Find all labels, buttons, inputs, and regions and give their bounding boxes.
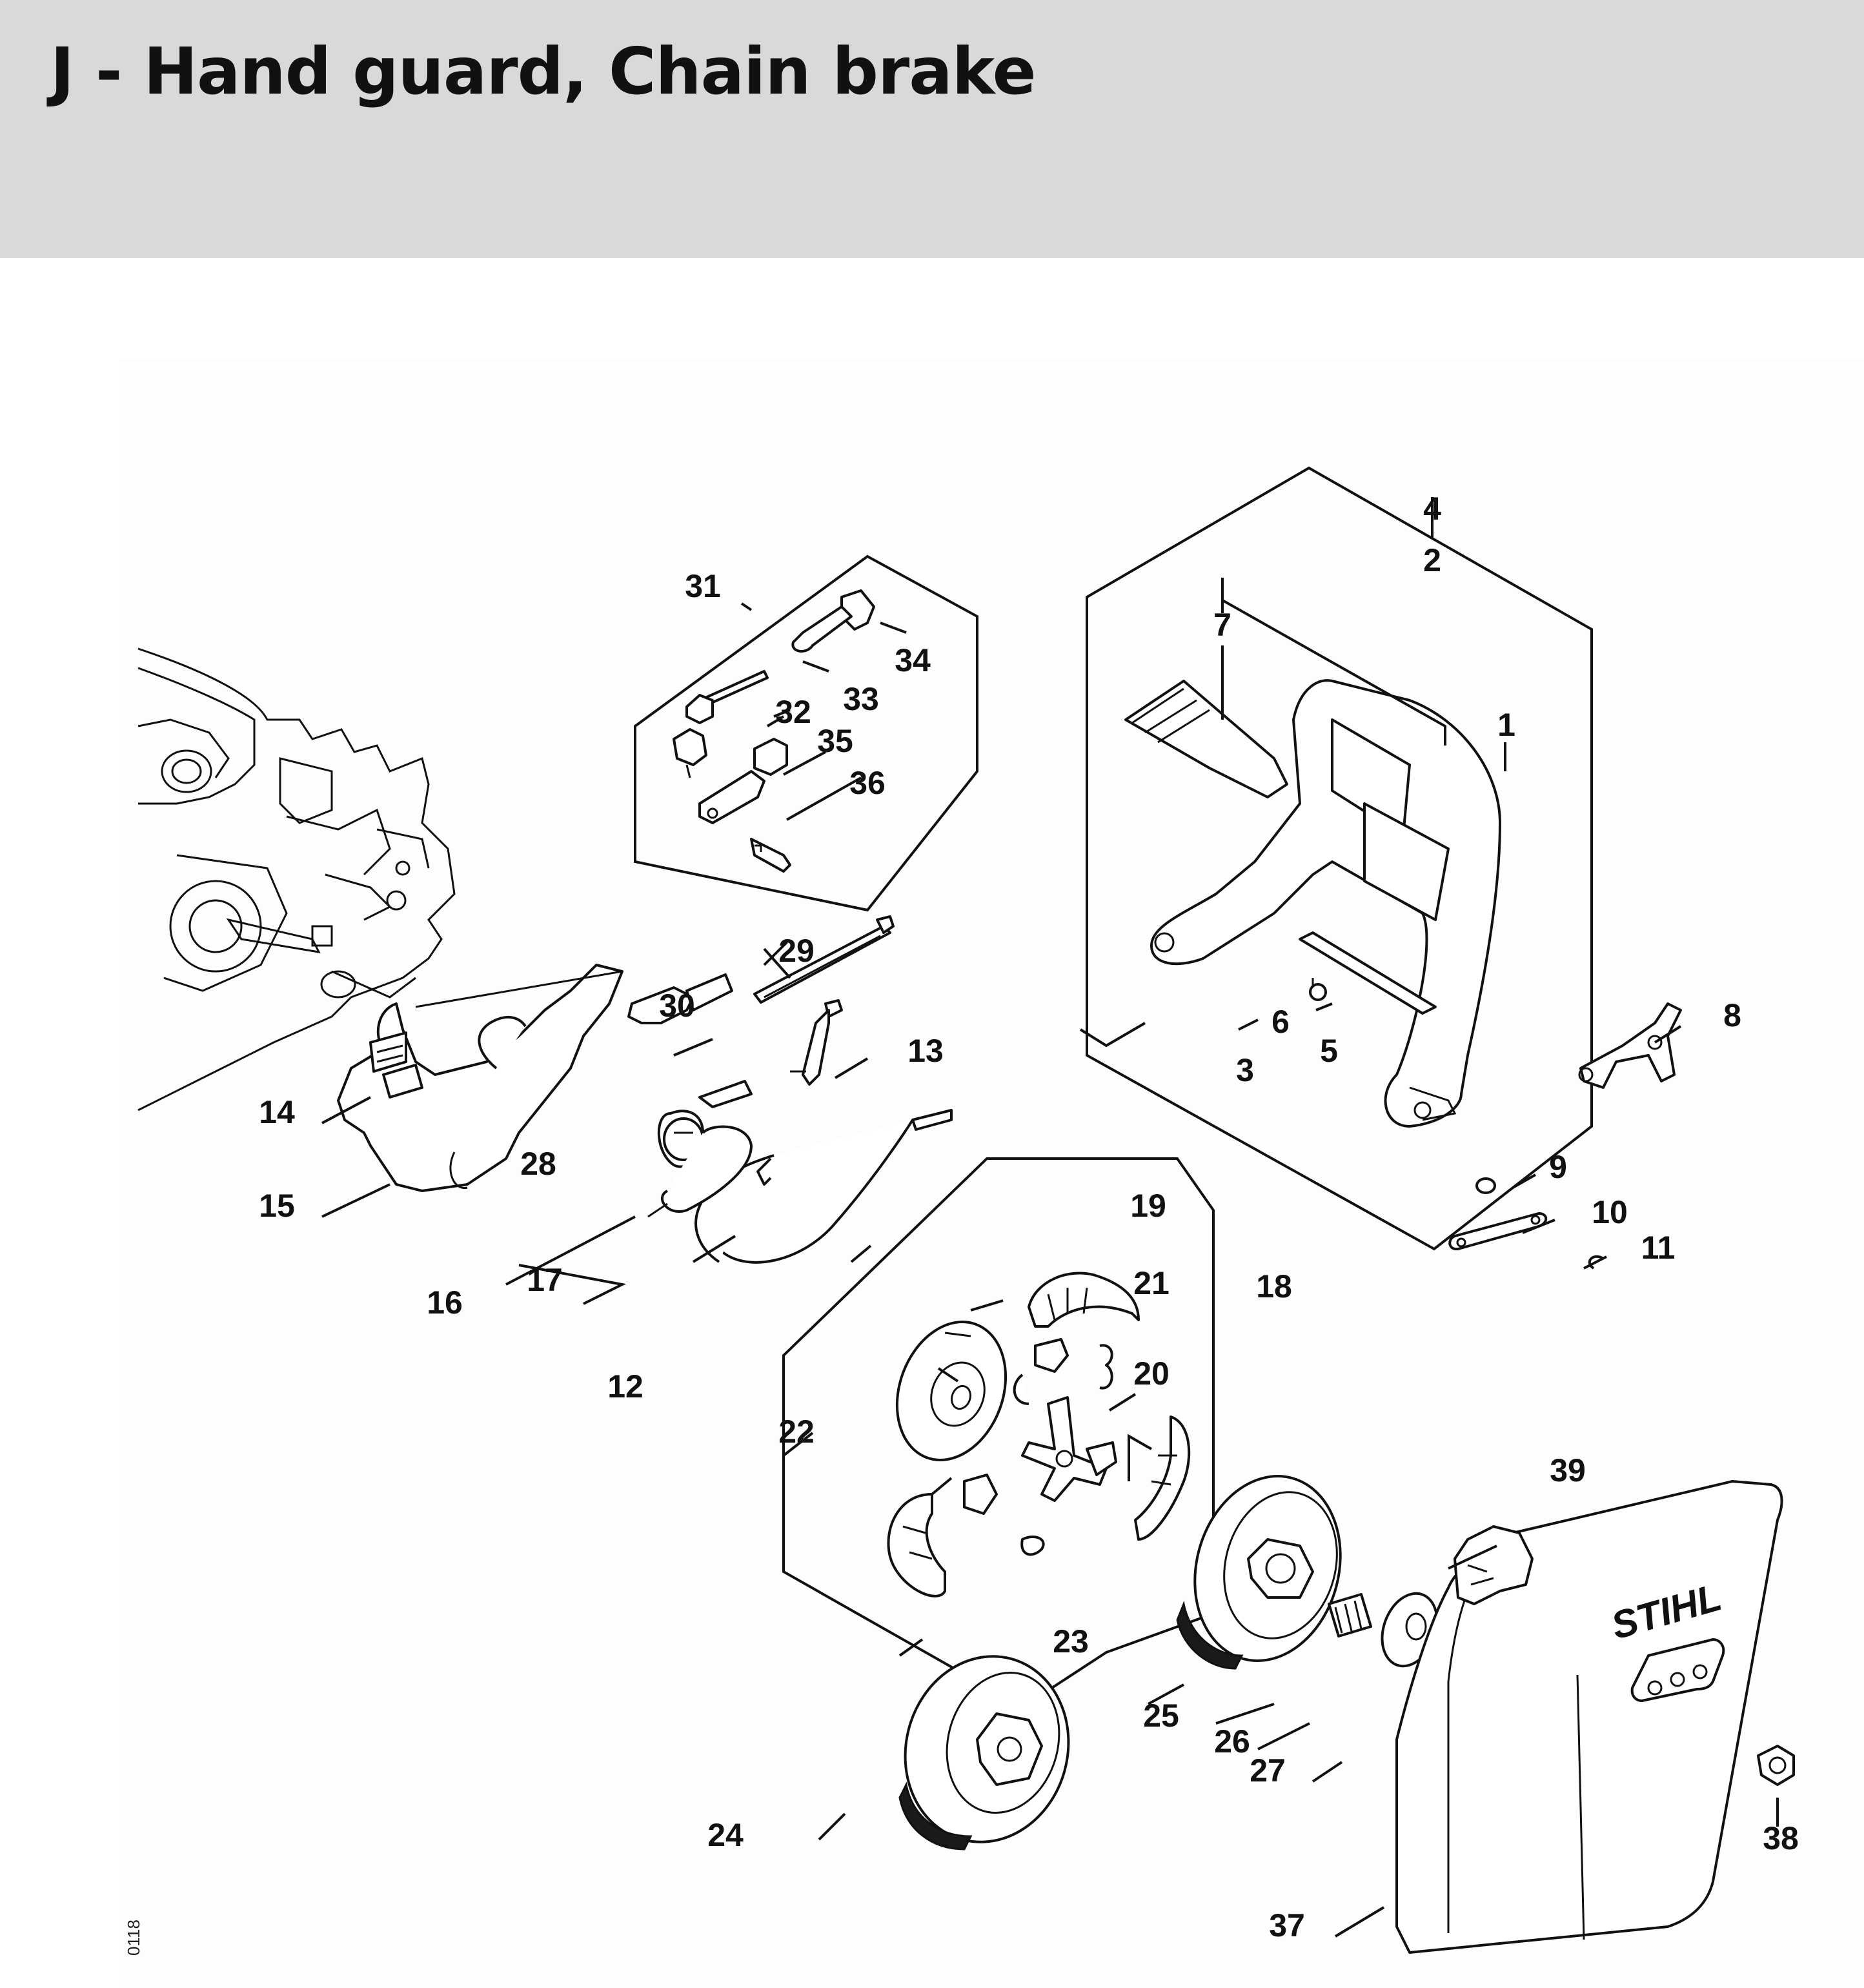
callout-18: 18 — [1256, 1268, 1292, 1304]
callout-26: 26 — [1214, 1723, 1250, 1760]
callout-2: 2 — [1423, 542, 1441, 578]
callout-17: 17 — [527, 1262, 563, 1298]
callout-35: 35 — [817, 723, 853, 759]
callout-3: 3 — [1236, 1052, 1254, 1088]
diagram-drawing: STIHL — [137, 466, 1799, 1954]
callout-15: 15 — [259, 1188, 295, 1224]
drum-sprocket-drawing — [898, 1475, 1464, 1851]
callout-25: 25 — [1143, 1698, 1179, 1734]
callout-30: 30 — [659, 988, 695, 1024]
callout-9: 9 — [1549, 1149, 1567, 1185]
page-title: J - Hand guard, Chain brake — [50, 34, 1036, 109]
callout-20: 20 — [1133, 1355, 1170, 1392]
callout-10: 10 — [1592, 1194, 1628, 1230]
callout-14: 14 — [259, 1094, 295, 1130]
callout-23: 23 — [1053, 1623, 1089, 1659]
group-outline-18 — [782, 1157, 1215, 1709]
saw-body-drawing — [137, 647, 456, 1111]
callout-6: 6 — [1271, 1004, 1290, 1040]
brake-parts-drawing — [337, 915, 953, 1264]
group-outline-4 — [1086, 466, 1593, 1251]
callout-29: 29 — [778, 933, 815, 969]
callout-39: 39 — [1550, 1452, 1586, 1488]
quick-tensioner-drawing — [673, 589, 875, 873]
hand-guard-drawing — [1124, 679, 1682, 1270]
callout-37: 37 — [1269, 1907, 1305, 1943]
clutch-drawing — [887, 1272, 1191, 1598]
callout-1: 1 — [1497, 707, 1515, 743]
sprocket-cover-drawing: STIHL — [1395, 1480, 1795, 1954]
callout-11: 11 — [1641, 1230, 1676, 1266]
callout-27: 27 — [1250, 1752, 1286, 1789]
callout-38: 38 — [1763, 1820, 1799, 1856]
callout-13: 13 — [907, 1033, 944, 1069]
callout-7: 7 — [1213, 607, 1231, 643]
callout-24: 24 — [707, 1817, 744, 1853]
callout-33: 33 — [843, 681, 879, 717]
callout-16: 16 — [427, 1284, 463, 1321]
callout-8: 8 — [1723, 997, 1741, 1033]
callout-34: 34 — [895, 642, 931, 678]
callout-36: 36 — [849, 765, 886, 801]
figure-reference: 0118 — [124, 1920, 143, 1956]
callout-19: 19 — [1130, 1188, 1166, 1224]
exploded-parts-diagram: STIHL — [119, 358, 1864, 1988]
callout-31: 31 — [685, 568, 721, 604]
callout-5: 5 — [1320, 1033, 1338, 1069]
callout-22: 22 — [778, 1414, 815, 1450]
callout-12: 12 — [607, 1368, 643, 1405]
group-outline-31 — [634, 554, 978, 912]
callout-21: 21 — [1133, 1265, 1170, 1301]
callout-28: 28 — [520, 1146, 556, 1182]
leader-lines — [321, 497, 1779, 1938]
callout-32: 32 — [775, 694, 811, 730]
callout-4: 4 — [1423, 491, 1441, 527]
header-bar: J - Hand guard, Chain brake — [0, 0, 1864, 258]
